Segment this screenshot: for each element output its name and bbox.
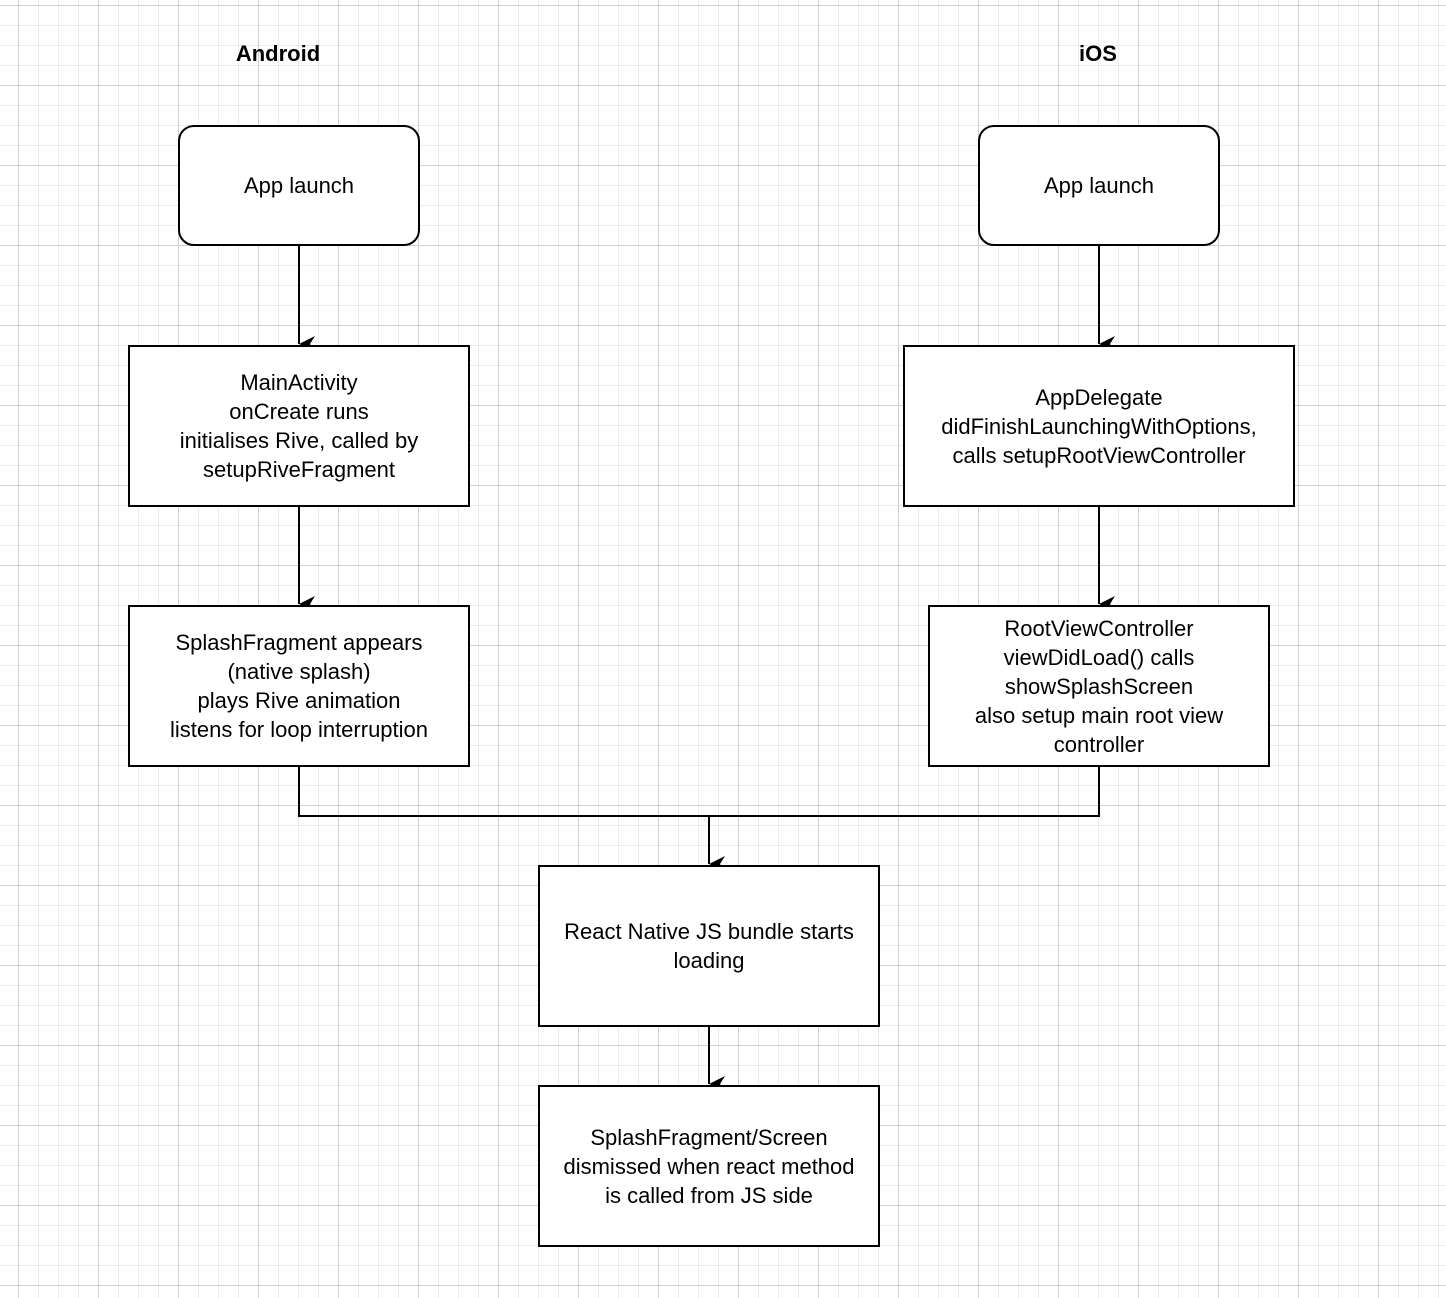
- connector-ios-to-bundle: [709, 766, 1100, 817]
- android-heading: Android: [235, 41, 321, 66]
- ios-app-launch-node: App launch: [978, 125, 1220, 246]
- splash-dismissed-node: SplashFragment/Screen dismissed when rea…: [538, 1085, 880, 1247]
- android-app-launch-node: App launch: [178, 125, 420, 246]
- ios-appdelegate-node: AppDelegate didFinishLaunchingWithOption…: [903, 345, 1295, 507]
- ios-rootviewcontroller-node: RootViewController viewDidLoad() calls s…: [928, 605, 1270, 767]
- android-mainactivity-node: MainActivity onCreate runs initialises R…: [128, 345, 470, 507]
- connector-android-to-bundle: [298, 766, 709, 817]
- android-splashfragment-node: SplashFragment appears (native splash) p…: [128, 605, 470, 767]
- ios-heading: iOS: [1079, 41, 1117, 66]
- rn-bundle-loading-node: React Native JS bundle starts loading: [538, 865, 880, 1027]
